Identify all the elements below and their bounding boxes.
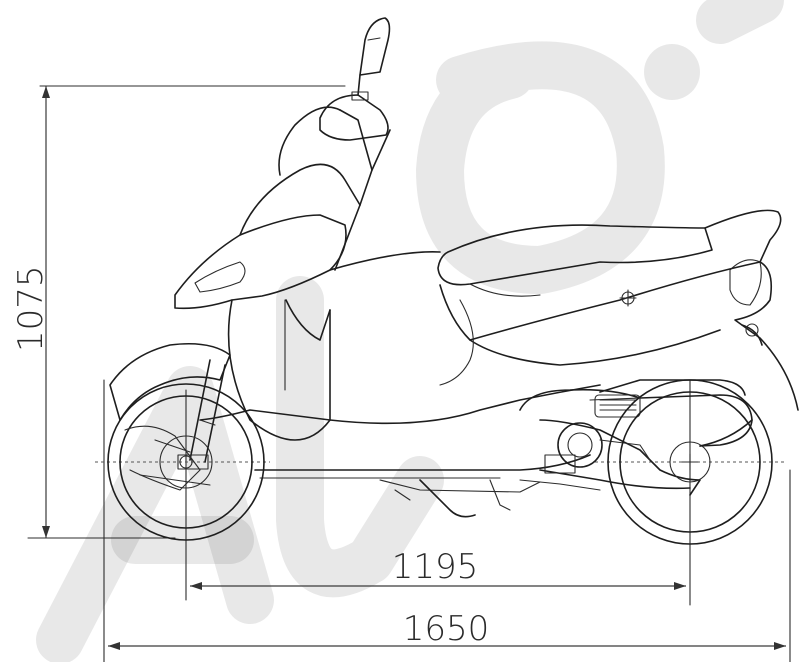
height-dimension-label: 1075 bbox=[11, 265, 51, 352]
length-dimension: 1650 bbox=[103, 379, 791, 662]
height-dimension: 1075 bbox=[11, 85, 346, 539]
wheelbase-dimension: 1195 bbox=[185, 379, 691, 606]
watermark bbox=[36, 0, 784, 662]
length-dimension-label: 1650 bbox=[403, 609, 490, 649]
wheelbase-dimension-label: 1195 bbox=[392, 547, 479, 587]
scooter-body bbox=[107, 17, 799, 545]
